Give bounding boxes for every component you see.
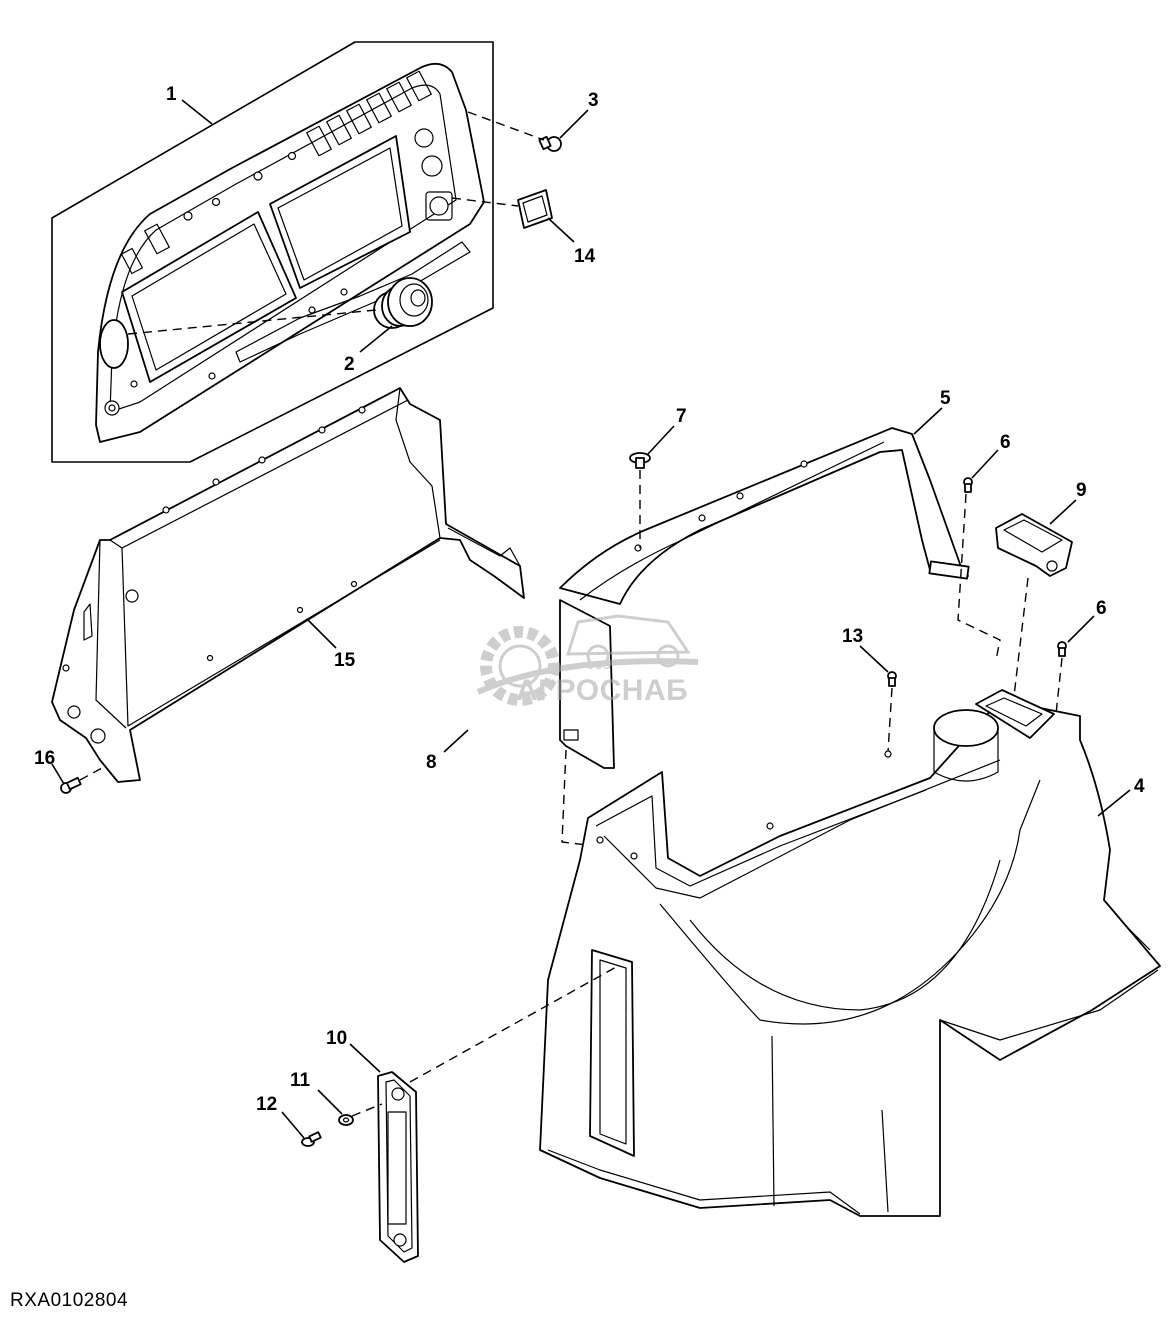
lower-frame: [51, 387, 525, 783]
leader-10: [349, 1043, 381, 1073]
callout-4: 4: [1134, 776, 1145, 797]
panel-assembly-frame: [51, 41, 494, 463]
leader-7: [647, 425, 675, 455]
callout-7: 7: [676, 406, 687, 427]
leader-dash-6a: [957, 493, 1001, 661]
washer-11: [338, 1114, 354, 1126]
callout-5: 5: [940, 388, 951, 409]
switch-housing-9: [995, 513, 1073, 577]
leader-1: [181, 99, 213, 125]
callout-14: 14: [574, 246, 596, 267]
callout-6b: 6: [1096, 598, 1107, 619]
screw-6a: [963, 477, 973, 493]
watermark-brand: АГРОСНАБ: [516, 674, 689, 707]
callout-11: 11: [290, 1070, 311, 1091]
leader-dash-6b: [1055, 657, 1063, 715]
callout-15: 15: [334, 650, 356, 671]
console-housing: [539, 689, 1161, 1217]
leader-3: [559, 109, 589, 139]
callout-16: 16: [34, 748, 55, 769]
screw-12: [301, 1131, 322, 1147]
leader-14: [547, 217, 575, 243]
callout-8: 8: [426, 752, 437, 773]
watermark-logo: ооо АГРОСНАБ: [468, 596, 713, 726]
callout-6a: 6: [1000, 432, 1011, 453]
handle-cover-10: [377, 1071, 419, 1263]
watermark-sub: ооо: [586, 656, 612, 673]
leader-9: [1049, 499, 1077, 525]
leader-dash-16: [79, 767, 103, 781]
leader-2: [359, 325, 393, 353]
leader-dash-8: [561, 749, 597, 847]
drawing-id: RXA0102804: [10, 1290, 129, 1311]
leader-dash-2: [127, 309, 377, 335]
instrument-panel: [95, 62, 485, 443]
square-cap-14: [517, 189, 553, 229]
callout-2: 2: [344, 354, 355, 375]
callout-9: 9: [1076, 480, 1087, 501]
callout-10: 10: [326, 1028, 347, 1049]
plate-8: [559, 599, 615, 769]
leader-dash-14: [451, 197, 519, 207]
leader-16: [51, 763, 65, 785]
leader-dash-10: [409, 965, 619, 1083]
leader-dash-9: [1013, 577, 1029, 697]
callout-3: 3: [588, 90, 599, 111]
leader-15: [307, 619, 337, 649]
leader-8: [443, 729, 469, 753]
screw-3: [538, 135, 562, 152]
leader-6a: [971, 449, 999, 479]
leader-dash-3: [467, 111, 545, 141]
callout-13: 13: [842, 626, 863, 647]
leader-dash-11: [351, 1103, 383, 1117]
leader-12: [281, 1111, 305, 1139]
rotary-knob: [373, 277, 433, 329]
callout-1: 1: [166, 84, 177, 105]
screw-13: [887, 671, 897, 687]
leader-dash-13: [887, 687, 893, 753]
gear-icon: [476, 614, 699, 706]
screw-6b: [1057, 641, 1067, 657]
screw-7: [629, 452, 651, 469]
screw-16: [60, 776, 82, 794]
leader-13: [859, 645, 889, 673]
upper-cowl: [559, 427, 970, 605]
leader-6b: [1067, 615, 1095, 643]
leader-4: [1097, 789, 1131, 817]
callout-12: 12: [256, 1094, 277, 1115]
leader-5: [913, 407, 943, 435]
leader-11: [317, 1089, 343, 1115]
